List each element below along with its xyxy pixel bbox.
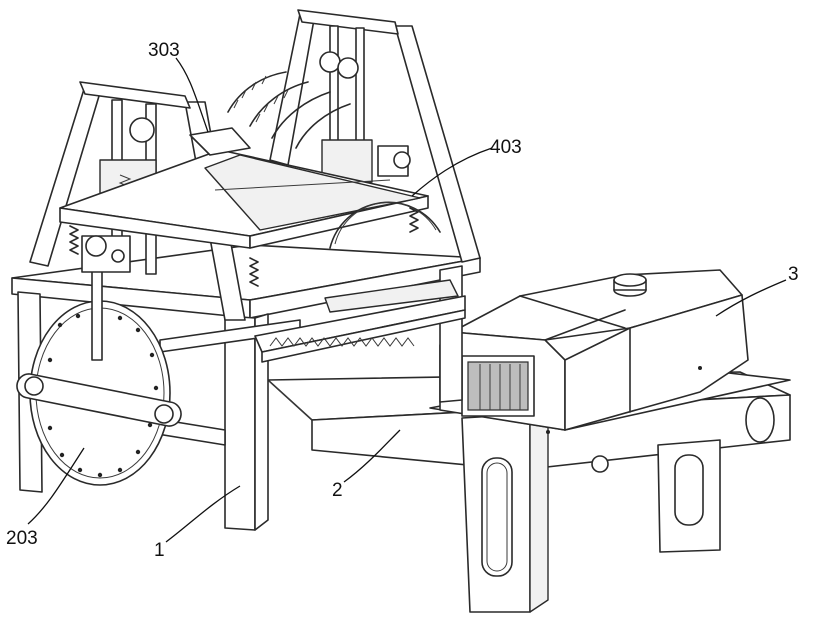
leader-1 — [165, 485, 241, 543]
callout-2: 2 — [332, 480, 343, 501]
callout-403: 403 — [490, 137, 522, 158]
leader-3 — [715, 279, 787, 317]
drive-disc — [16, 235, 182, 486]
callout-1: 1 — [154, 540, 165, 561]
callout-203: 203 — [6, 528, 38, 549]
comb-arms — [189, 71, 351, 156]
saw-disc — [329, 201, 441, 249]
leader-303 — [175, 57, 209, 133]
sliding-rack — [254, 279, 466, 363]
front-right-leg — [461, 413, 549, 613]
rear-right-leg — [657, 439, 721, 553]
main-frame — [11, 9, 481, 531]
callout-3: 3 — [788, 264, 799, 285]
box-unit — [429, 269, 791, 434]
leader-403 — [411, 147, 493, 197]
callout-leaders — [27, 57, 787, 543]
callout-labels: 303 403 3 2 1 203 — [6, 40, 799, 561]
work-table — [59, 149, 429, 287]
callout-303: 303 — [148, 40, 180, 61]
leader-2 — [343, 429, 401, 483]
leader-203 — [27, 447, 85, 525]
